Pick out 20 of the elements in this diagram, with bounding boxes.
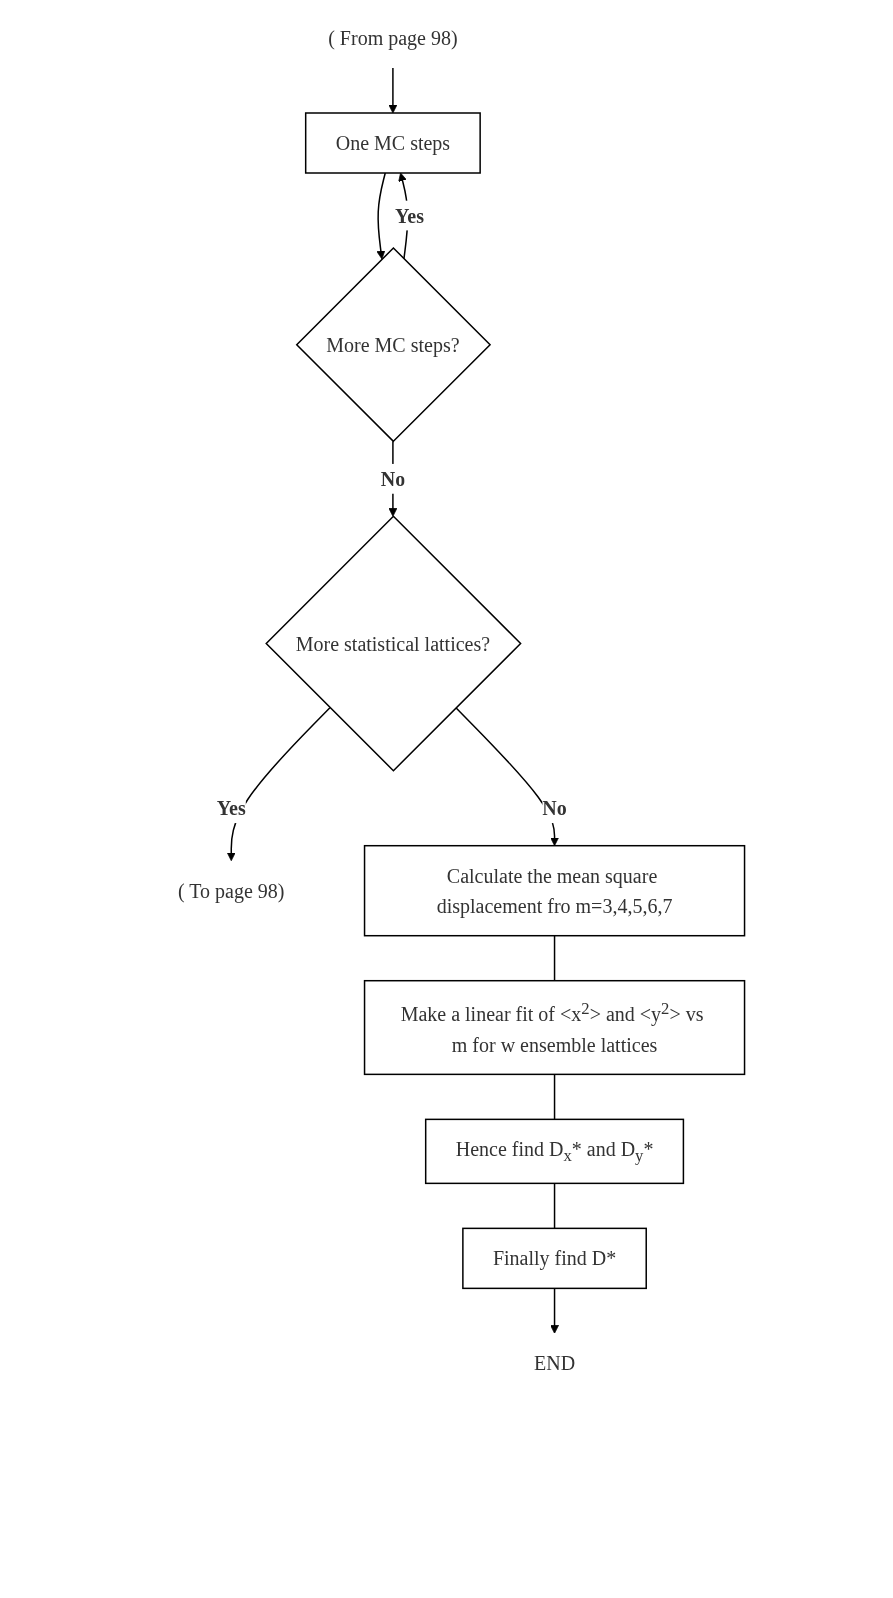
node-diamond: More MC steps?	[295, 246, 492, 443]
arrow	[550, 1287, 560, 1334]
node-text: ( From page 98)	[328, 27, 458, 49]
connector	[554, 1182, 556, 1230]
node-text: ( To page 98)	[178, 879, 285, 902]
node-box: Make a linear fit of <x$^{2}$> and <y$^{2}$> vs m for w ensemble lattices	[364, 979, 746, 1076]
connector	[554, 934, 556, 982]
node-box: Finally find D*	[462, 1227, 648, 1290]
edge-label: Yes	[217, 797, 246, 820]
node-box: Hence find D$_{x}$* and D$_{y}$*	[425, 1118, 685, 1185]
arrow	[388, 67, 398, 114]
node-diamond: More statistical lattices?	[265, 515, 522, 772]
edge-label: No	[542, 797, 567, 820]
connector	[554, 1073, 556, 1121]
arrow	[376, 172, 387, 260]
edge-label: Yes	[395, 204, 425, 227]
node-text: END	[534, 1352, 576, 1375]
edge-label: No	[380, 467, 406, 490]
node-box: Calculate the mean square displacement fro m=3,4,5,6,7	[364, 844, 746, 937]
node-box: One MC steps	[305, 112, 482, 174]
